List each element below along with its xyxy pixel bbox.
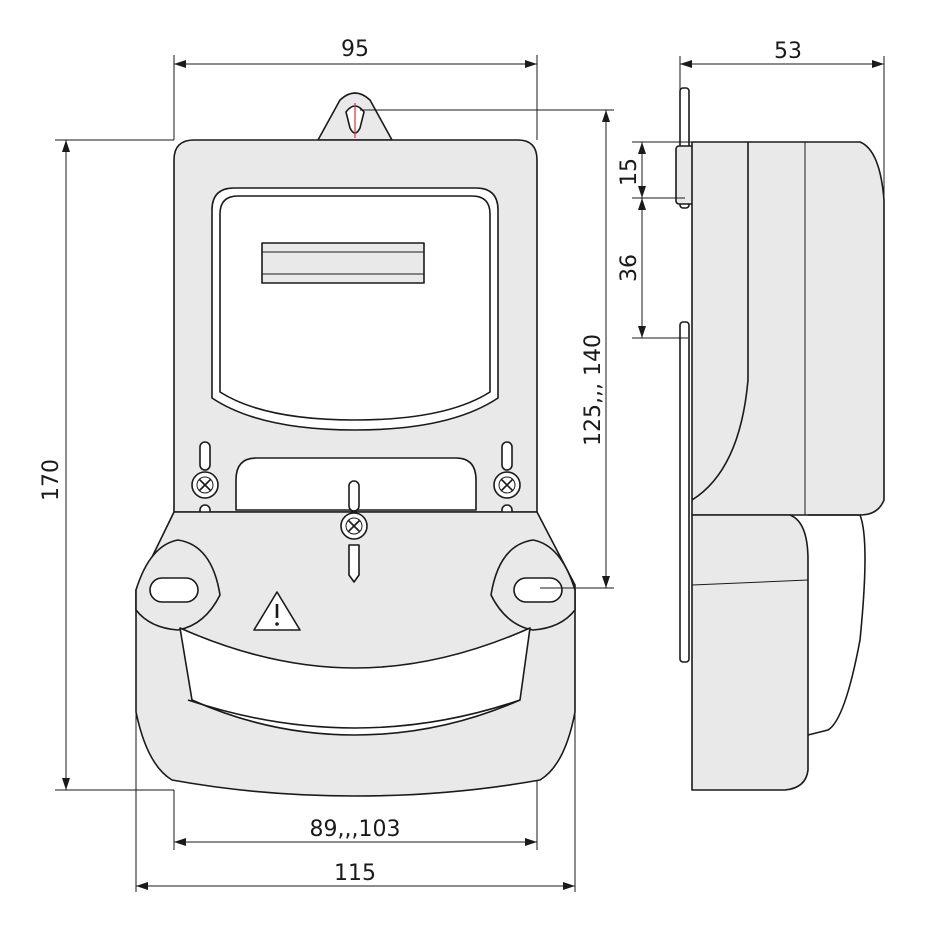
right-mount-slot (513, 577, 563, 603)
display-window-inner (219, 195, 491, 421)
dim-side-upper: 15 (617, 158, 642, 186)
terminal-cover (135, 511, 576, 797)
left-mount-slot (149, 577, 199, 603)
dim-terminal-spacing: 89,,,103 (310, 817, 401, 842)
counter-display (261, 242, 425, 284)
dim-front-width: 95 (341, 37, 369, 62)
screw-center (340, 480, 368, 583)
dim-front-height: 170 (39, 459, 64, 501)
dim-mount-height: 125,,, 140 (581, 334, 606, 446)
display-window-frame (211, 187, 499, 431)
dimension-lines (55, 55, 885, 892)
side-mount-plate (679, 321, 690, 663)
warning-triangle-icon (253, 591, 301, 631)
side-case-lower (691, 514, 809, 791)
dim-bottom-width: 115 (334, 861, 376, 886)
side-view (675, 87, 885, 791)
side-case-upper (691, 141, 885, 516)
dim-side-depth: 53 (774, 39, 802, 64)
front-view (135, 92, 576, 797)
dim-side-lower: 36 (617, 254, 642, 282)
